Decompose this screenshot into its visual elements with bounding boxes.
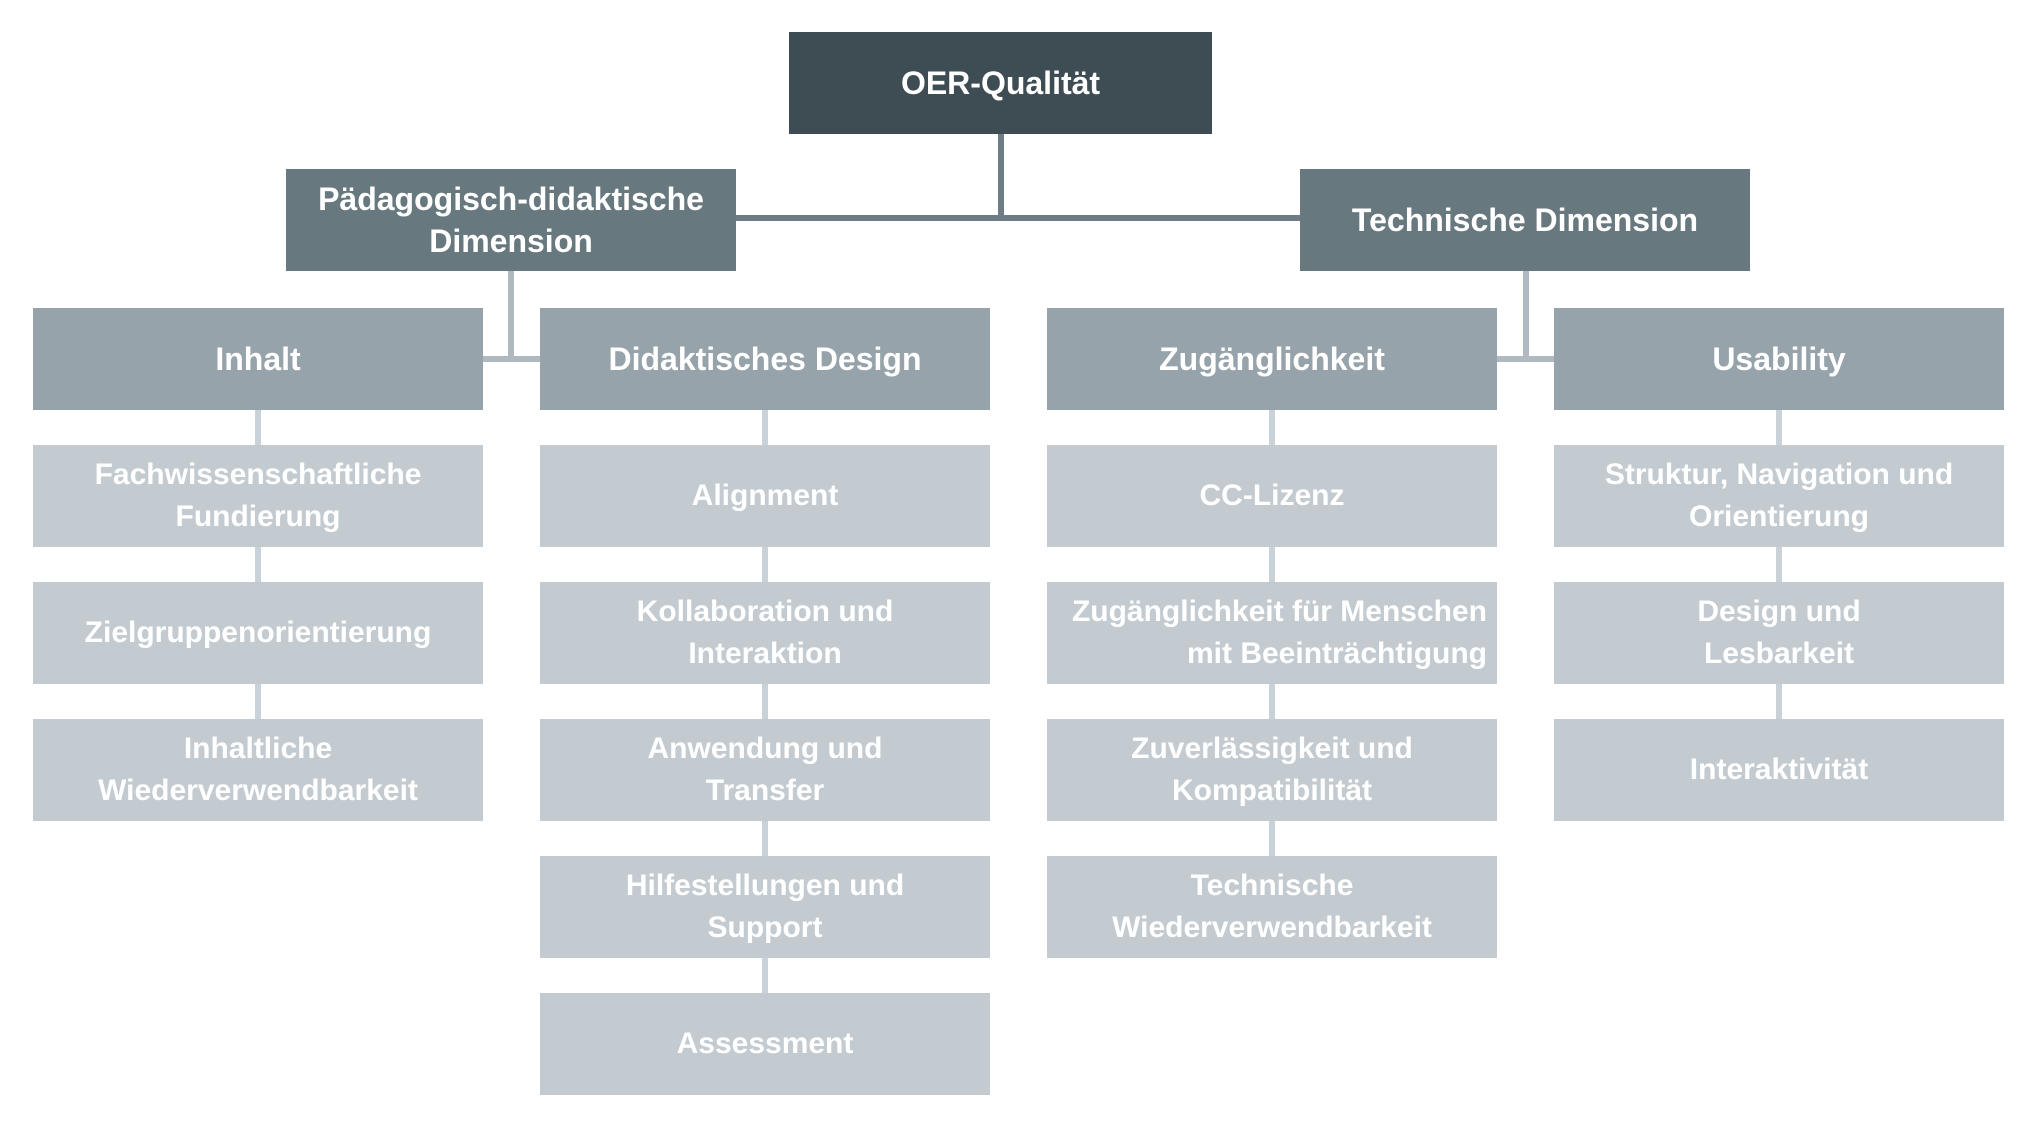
connector-col2-2: [762, 547, 768, 582]
node-assessment: Assessment: [540, 993, 990, 1095]
node-alignment: Alignment: [540, 445, 990, 547]
node-cc-lizenz: CC-Lizenz: [1047, 445, 1497, 547]
connector-col2-5: [762, 958, 768, 993]
node-usability: Usability: [1554, 308, 2004, 410]
connector-paedagogisch-drop: [508, 271, 514, 362]
node-technische-dimension: Technische Dimension: [1300, 169, 1750, 271]
connector-col3-2: [1269, 547, 1275, 582]
connector-col1-3: [255, 684, 261, 719]
connector-stub-inhalt-didaktisch: [483, 356, 540, 362]
connector-col3-4: [1269, 821, 1275, 856]
connector-col2-4: [762, 821, 768, 856]
connector-col2-1: [762, 410, 768, 445]
node-zugaenglichkeit: Zugänglichkeit: [1047, 308, 1497, 410]
node-hilfestellungen-und-support: Hilfestellungen und Support: [540, 856, 990, 958]
node-inhalt: Inhalt: [33, 308, 483, 410]
connector-stub-zugaenglichkeit-usability: [1497, 356, 1554, 362]
node-interaktivitaet: Interaktivität: [1554, 719, 2004, 821]
node-zielgruppenorientierung: Zielgruppenorientierung: [33, 582, 483, 684]
connector-col1-2: [255, 547, 261, 582]
node-paedagogisch-didaktische-dimension: Pädagogisch-didaktische Dimension: [286, 169, 736, 271]
connector-col4-1: [1776, 410, 1782, 445]
node-didaktisches-design: Didaktisches Design: [540, 308, 990, 410]
node-anwendung-und-transfer: Anwendung und Transfer: [540, 719, 990, 821]
connector-root-drop: [998, 133, 1004, 221]
node-technische-wiederverwendbarkeit: Technische Wiederverwendbarkeit: [1047, 856, 1497, 958]
connector-col3-3: [1269, 684, 1275, 719]
node-zugaenglichkeit-fuer-menschen-mit-beeintraechtigung: Zugänglichkeit für Menschen mit Beeinträ…: [1047, 582, 1497, 684]
node-kollaboration-und-interaktion: Kollaboration und Interaktion: [540, 582, 990, 684]
node-fachwissenschaftliche-fundierung: Fachwissenschaftliche Fundierung: [33, 445, 483, 547]
connector-col2-3: [762, 684, 768, 719]
connector-dimensions-horizontal: [736, 215, 1300, 221]
connector-col4-3: [1776, 684, 1782, 719]
node-struktur-navigation-und-orientierung: Struktur, Navigation und Orientierung: [1554, 445, 2004, 547]
node-zuverlaessigkeit-und-kompatibilitaet: Zuverlässigkeit und Kompatibilität: [1047, 719, 1497, 821]
connector-col3-1: [1269, 410, 1275, 445]
node-design-und-lesbarkeit: Design und Lesbarkeit: [1554, 582, 2004, 684]
connector-col4-2: [1776, 547, 1782, 582]
node-inhaltliche-wiederverwendbarkeit: Inhaltliche Wiederverwendbarkeit: [33, 719, 483, 821]
node-oer-qualitaet: OER-Qualität: [789, 32, 1212, 134]
connector-technisch-drop: [1523, 271, 1529, 362]
connector-col1-1: [255, 410, 261, 445]
